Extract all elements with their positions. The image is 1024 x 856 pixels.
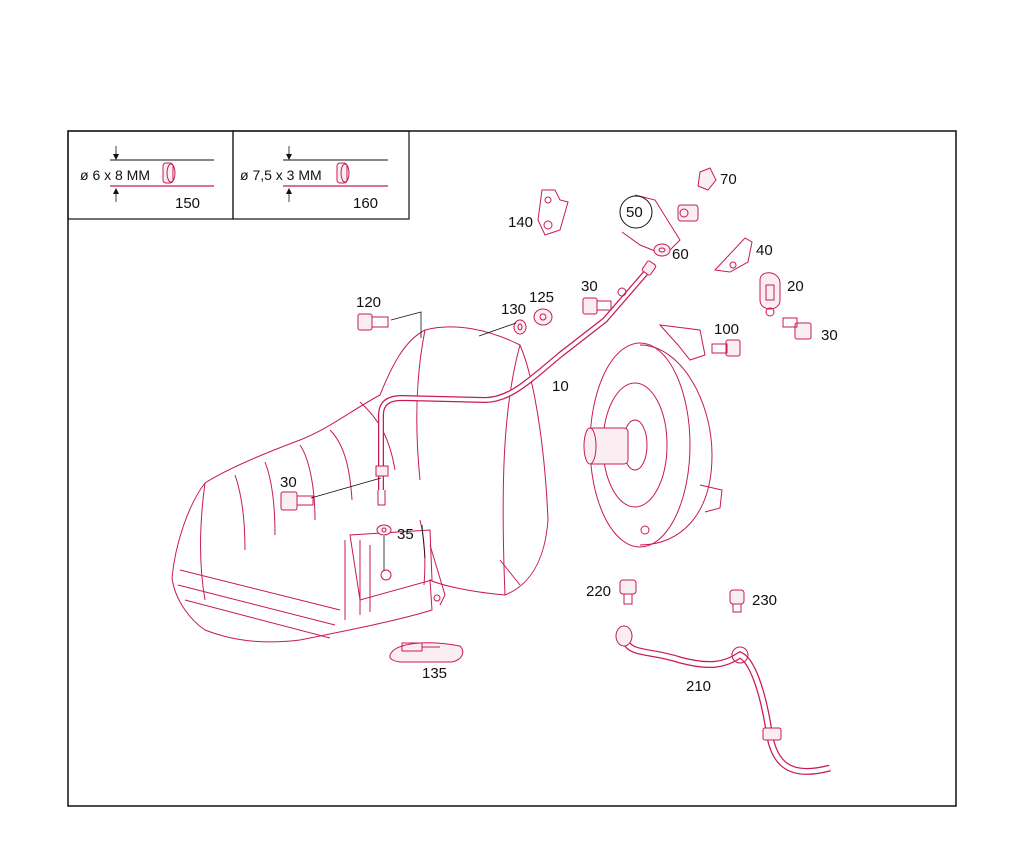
nut-part-125 [533,308,553,326]
clip-part-230 [729,589,745,613]
spec-box-160: ø 7,5 x 3 MM 160 [232,130,410,220]
bolt-part-30-left [280,491,314,511]
callout-30-left: 30 [280,474,297,491]
clamp-part-20 [759,272,781,317]
bracket-part-140 [537,189,569,236]
seal-part-35 [376,524,392,536]
clamp-part-50 [621,194,699,256]
callout-140: 140 [508,214,533,231]
dipstick-tube-part-10 [375,260,657,506]
diagram-frame [67,130,957,807]
callout-220: 220 [586,583,611,600]
spec-box-150: ø 6 x 8 MM 150 [67,130,234,220]
callout-230: 230 [752,592,777,609]
plug-part-135 [389,642,464,663]
clip-part-70 [697,167,717,191]
callout-70: 70 [720,171,737,188]
callout-10: 10 [552,378,569,395]
callout-210: 210 [686,678,711,695]
callout-20: 20 [787,278,804,295]
washer-part-130 [513,319,527,335]
bolt-part-30-top [582,297,612,315]
callout-120: 120 [356,294,381,311]
leader-lines [310,311,517,570]
callout-100: 100 [714,321,739,338]
callout-135: 135 [422,665,447,682]
callout-60: 60 [672,246,689,263]
part-number-150: 150 [175,195,200,212]
callout-30-top: 30 [581,278,598,295]
oil-line-part-210 [615,625,831,775]
clip-part-220 [619,579,637,605]
part-number-160: 160 [353,195,378,212]
bolt-part-100 [711,339,741,357]
bolt-part-120 [357,313,389,331]
callout-40: 40 [756,242,773,259]
callout-125: 125 [529,289,554,306]
torque-converter [583,324,723,548]
callout-50: 50 [626,204,643,221]
washer-part-60 [653,243,671,257]
callout-130: 130 [501,301,526,318]
callout-35: 35 [397,526,414,543]
callout-circle-50 [619,195,653,229]
bolt-part-30-right [782,317,812,340]
transmission-housing [171,326,549,643]
callout-30-right: 30 [821,327,838,344]
spec-text-150: ø 6 x 8 MM [80,167,150,183]
bracket-part-40 [713,237,753,273]
spec-text-160: ø 7,5 x 3 MM [240,167,322,183]
